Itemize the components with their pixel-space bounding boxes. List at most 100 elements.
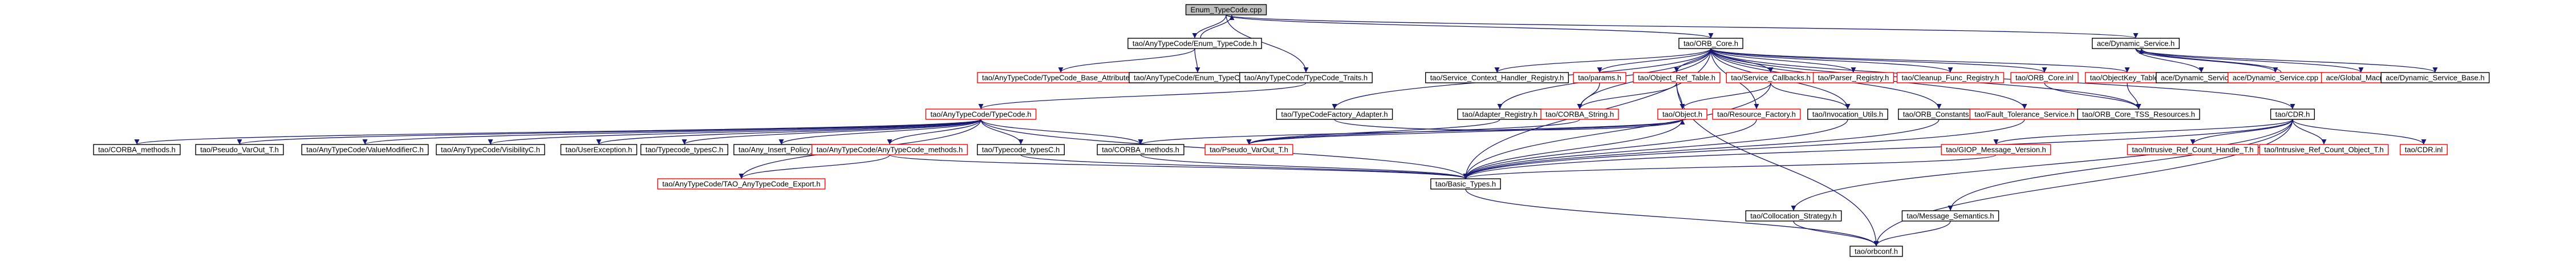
node-box	[1657, 109, 1707, 120]
node-orb-constants[interactable]: tao/ORB_Constants.h	[1898, 109, 1980, 120]
node-label: tao/UserException.h	[565, 146, 632, 154]
node-parser-reg[interactable]: tao/Parser_Registry.h	[1812, 72, 1895, 83]
node-anytc-methods[interactable]: tao/AnyTypeCode/AnyTypeCode_methods.h	[812, 144, 968, 155]
node-label: tao/ObjectKey_Table.h	[2090, 74, 2165, 82]
node-label: tao/CDR.inl	[2405, 146, 2443, 154]
node-giop-msg-version[interactable]: tao/GIOP_Message_Version.h	[1941, 144, 2051, 155]
edge-orb-core-h-to-orb-core-inl	[1710, 48, 2047, 73]
node-label: tao/AnyTypeCode/TypeCode_Traits.h	[1244, 74, 1368, 82]
node-invocation-utils[interactable]: tao/Invocation_Utils.h	[1807, 109, 1888, 120]
edge-tc-traits-to-anytc-typecode-h	[978, 82, 1307, 110]
node-cdr-inl[interactable]: tao/CDR.inl	[2400, 144, 2448, 155]
node-box	[1425, 72, 1569, 83]
edge-obj-ref-table-to-object-h	[1676, 82, 1685, 110]
node-label: tao/Message_Semantics.h	[1906, 212, 1994, 220]
node-box	[1849, 246, 1903, 257]
node-pseudo-varout-b[interactable]: tao/Pseudo_VarOut_T.h	[1204, 144, 1293, 155]
node-intrusive-ref-obj[interactable]: tao/Intrusive_Ref_Count_Object_T.h	[2259, 144, 2389, 155]
node-any-insert-policy[interactable]: tao/Any_Insert_Policy_T.h	[733, 144, 829, 155]
node-corba-methods-h[interactable]: tao/CORBA_methods.h	[93, 144, 181, 155]
edge-resource-factory-to-basic-types	[1463, 119, 1757, 179]
node-box	[2077, 109, 2200, 120]
node-box	[301, 144, 429, 155]
edge-orb-core-h-to-parser-reg	[1710, 48, 1856, 73]
node-resource-factory[interactable]: tao/Resource_Factory.h	[1712, 109, 1801, 120]
node-dyn-service-base[interactable]: ace/Dynamic_Service_Base.h	[2380, 72, 2490, 83]
node-object-h[interactable]: tao/Object.h	[1657, 109, 1707, 120]
node-anytc-tao-export[interactable]: tao/AnyTypeCode/TAO_AnyTypeCode_Export.h	[657, 178, 826, 190]
node-label: tao/orbconf.h	[1855, 247, 1898, 256]
edge-typecode-typesc-b-to-basic-types	[1020, 154, 1468, 179]
edge-enum-h-to-enum-inl	[1194, 48, 1200, 73]
node-box	[1276, 109, 1393, 120]
node-label: ace/Dynamic_Service_Base.h	[2386, 74, 2484, 82]
node-basic-types[interactable]: tao/Basic_Types.h	[1430, 178, 1501, 190]
node-label: tao/CORBA_methods.h	[1102, 146, 1179, 154]
node-orb-core-h[interactable]: tao/ORB_Core.h	[1678, 38, 1743, 49]
node-label: tao/AnyTypeCode/Enum_TypeCode.inl	[1134, 74, 1261, 82]
node-intrusive-ref-handle[interactable]: tao/Intrusive_Ref_Count_Handle_T.h	[2127, 144, 2259, 155]
node-value-modifier[interactable]: tao/AnyTypeCode/ValueModifierC.h	[301, 144, 429, 155]
node-label: tao/AnyTypeCode/TypeCode.h	[930, 110, 1031, 119]
node-svc-ctx-reg[interactable]: tao/Service_Context_Handler_Registry.h	[1425, 72, 1569, 83]
node-label: tao/Object_Ref_Table.h	[1638, 74, 1715, 82]
node-user-exception[interactable]: tao/UserException.h	[560, 144, 638, 155]
edge-svc-callbacks-to-invocation-utils	[1770, 82, 1851, 110]
node-root[interactable]: Enum_TypeCode.cpp	[1185, 4, 1267, 15]
node-anytc-typecode-h[interactable]: tao/AnyTypeCode/TypeCode.h	[925, 109, 1037, 120]
node-box	[1239, 72, 1373, 83]
node-corba-string[interactable]: tao/CORBA_String.h	[1540, 109, 1619, 120]
node-label: tao/Service_Context_Handler_Registry.h	[1430, 74, 1564, 82]
node-enum-h[interactable]: tao/AnyTypeCode/Enum_TypeCode.h	[1127, 38, 1262, 49]
node-label: tao/Basic_Types.h	[1435, 180, 1496, 188]
node-label: tao/AnyTypeCode/AnyTypeCode_methods.h	[817, 146, 963, 154]
node-dyn-service-inl[interactable]: ace/Dynamic_Service.inl	[2156, 72, 2247, 83]
node-box	[657, 178, 826, 190]
node-box	[2092, 38, 2180, 49]
node-orb-core-tss[interactable]: tao/ORB_Core_TSS_Resources.h	[2077, 109, 2200, 120]
edge-cdr-h-to-giop-msg-version	[1993, 119, 2293, 145]
edge-root-to-enum-h	[1192, 14, 1227, 39]
node-box	[2010, 72, 2079, 83]
node-visibility[interactable]: tao/AnyTypeCode/VisibilityC.h	[436, 144, 545, 155]
node-label: tao/AnyTypeCode/VisibilityC.h	[441, 146, 540, 154]
node-label: tao/Collocation_Strategy.h	[1750, 212, 1837, 220]
node-adapter-registry[interactable]: tao/Adapter_Registry.h	[1457, 109, 1543, 120]
node-params[interactable]: tao/params.h	[1573, 72, 1626, 83]
node-collocation-strategy[interactable]: tao/Collocation_Strategy.h	[1745, 210, 1842, 222]
node-obj-ref-table[interactable]: tao/Object_Ref_Table.h	[1633, 72, 1721, 83]
node-svc-callbacks[interactable]: tao/Service_Callbacks.h	[1726, 72, 1816, 83]
edge-corba-methods-b-to-basic-types	[1140, 154, 1468, 179]
node-label: tao/AnyTypeCode/TypeCode_Base_Attributes…	[982, 74, 1139, 82]
node-label: tao/ORB_Core.inl	[2015, 74, 2074, 82]
node-corba-methods-b[interactable]: tao/CORBA_methods.h	[1097, 144, 1184, 155]
edge-cdr-h-to-basic-types	[1463, 119, 2293, 179]
node-box	[1540, 109, 1619, 120]
node-message-semantics[interactable]: tao/Message_Semantics.h	[1901, 210, 1999, 222]
node-pseudo-varout-h[interactable]: tao/Pseudo_VarOut_T.h	[195, 144, 284, 155]
node-fault-tol-svc[interactable]: tao/Fault_Tolerance_Service.h	[1969, 109, 2080, 120]
edge-root-to-dyn-service-h	[1226, 14, 2138, 39]
edge-anytc-methods-to-basic-types	[889, 154, 1468, 179]
edge-dyn-service-cpp-to-dyn-service-h	[2139, 48, 2282, 73]
edge-object-h-to-basic-types	[1463, 119, 1683, 179]
node-label: tao/Object.h	[1662, 110, 1702, 119]
node-orbconf[interactable]: tao/orbconf.h	[1849, 246, 1903, 257]
node-tc-traits[interactable]: tao/AnyTypeCode/TypeCode_Traits.h	[1239, 72, 1373, 83]
node-typecode-typesc-a[interactable]: tao/Typecode_typesC.h	[640, 144, 728, 155]
node-dyn-service-h[interactable]: ace/Dynamic_Service.h	[2092, 38, 2180, 49]
node-dyn-service-cpp[interactable]: ace/Dynamic_Service.cpp	[2228, 72, 2323, 83]
node-enum-inl[interactable]: tao/AnyTypeCode/Enum_TypeCode.inl	[1129, 72, 1267, 83]
node-box	[2127, 144, 2259, 155]
node-typecode-typesc-b[interactable]: tao/Typecode_typesC.h	[977, 144, 1065, 155]
node-box	[640, 144, 728, 155]
node-label: tao/ORB_Constants.h	[1903, 110, 1975, 119]
node-tc-base-attr[interactable]: tao/AnyTypeCode/TypeCode_Base_Attributes…	[977, 72, 1145, 83]
node-tc-factory-adapter[interactable]: tao/TypeCodeFactory_Adapter.h	[1276, 109, 1393, 120]
edge-cdr-h-to-intrusive-ref-handle	[2190, 119, 2293, 145]
node-box	[1941, 144, 2051, 155]
node-cleanup-reg[interactable]: tao/Cleanup_Func_Registry.h	[1896, 72, 2005, 83]
node-cdr-h[interactable]: tao/CDR.h	[2270, 109, 2315, 120]
node-orb-core-inl[interactable]: tao/ORB_Core.inl	[2010, 72, 2079, 83]
